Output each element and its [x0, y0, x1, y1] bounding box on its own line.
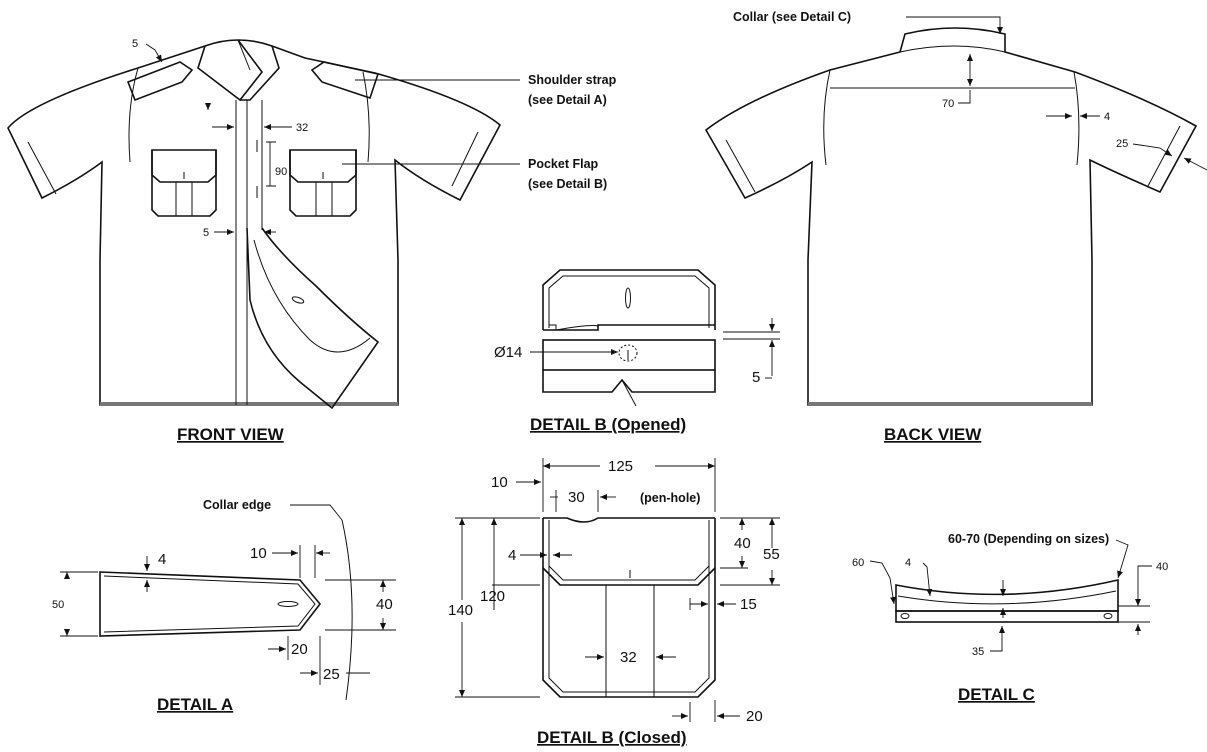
dim-b-120: 120 — [480, 588, 505, 605]
title-detail-a: DETAIL A — [157, 695, 233, 714]
detail-b-closed-dimensions — [455, 458, 780, 722]
callout-pocket-flap-ref: (see Detail B) — [528, 177, 607, 191]
dim-b-55: 55 — [763, 546, 780, 563]
title-back-view: BACK VIEW — [884, 425, 982, 444]
label-pen-hole: (pen-hole) — [640, 491, 700, 505]
callout-collar-ref: Collar (see Detail C) — [733, 10, 851, 24]
dim-b-20: 20 — [746, 708, 763, 725]
dim-a-50: 50 — [52, 599, 64, 611]
detail-b-opened-dimensions — [530, 318, 780, 379]
dim-b-15: 15 — [740, 596, 757, 613]
dim-front-pocket-90: 90 — [275, 166, 287, 178]
dim-front-strap-5: 5 — [132, 38, 138, 50]
title-detail-c: DETAIL C — [958, 685, 1035, 704]
detail-c-dimensions — [869, 539, 1152, 652]
dim-c-range: 60-70 (Depending on sizes) — [948, 532, 1109, 546]
dim-front-placket-5: 5 — [203, 227, 209, 239]
front-view-shirt — [7, 39, 502, 410]
dim-hole-diameter: Ø14 — [494, 344, 522, 361]
dim-c-40: 40 — [1156, 561, 1168, 573]
front-view-dimensions — [145, 43, 520, 235]
dim-c-60: 60 — [852, 557, 864, 569]
dim-c-4: 4 — [905, 557, 911, 569]
back-view-dimensions — [906, 16, 1207, 171]
detail-a-dimensions — [60, 504, 396, 685]
detail-b-closed-drawing — [542, 517, 716, 698]
dim-a-10: 10 — [250, 545, 267, 562]
dim-b-32: 32 — [620, 649, 637, 666]
title-detail-b-opened: DETAIL B (Opened) — [530, 415, 686, 434]
dim-back-yoke-70: 70 — [942, 98, 954, 110]
dim-a-25: 25 — [323, 666, 340, 683]
dim-b-4: 4 — [508, 547, 516, 564]
detail-a-drawing — [99, 519, 353, 701]
dim-front-placket-32: 32 — [296, 122, 308, 134]
title-detail-b-closed: DETAIL B (Closed) — [537, 728, 687, 747]
dim-a-40: 40 — [376, 596, 393, 613]
dim-a-20: 20 — [291, 641, 308, 658]
callout-collar-edge: Collar edge — [203, 498, 271, 512]
callout-shoulder-strap: Shoulder strap — [528, 73, 617, 87]
dim-c-35: 35 — [972, 646, 984, 658]
dim-back-seam-4: 4 — [1104, 111, 1110, 123]
dim-b-30: 30 — [568, 489, 585, 506]
title-front-view: FRONT VIEW — [177, 425, 285, 444]
back-view-shirt — [704, 27, 1198, 406]
dim-b-140: 140 — [448, 602, 473, 619]
dim-b-10: 10 — [491, 474, 508, 491]
dim-back-sleeve-25: 25 — [1116, 138, 1128, 150]
detail-b-opened-drawing — [542, 269, 716, 407]
callout-pocket-flap: Pocket Flap — [528, 157, 599, 171]
dim-opened-gap-5: 5 — [752, 369, 760, 386]
callout-shoulder-strap-ref: (see Detail A) — [528, 93, 607, 107]
dim-b-125: 125 — [608, 458, 633, 475]
dim-b-40: 40 — [734, 535, 751, 552]
dim-a-4: 4 — [158, 551, 166, 568]
